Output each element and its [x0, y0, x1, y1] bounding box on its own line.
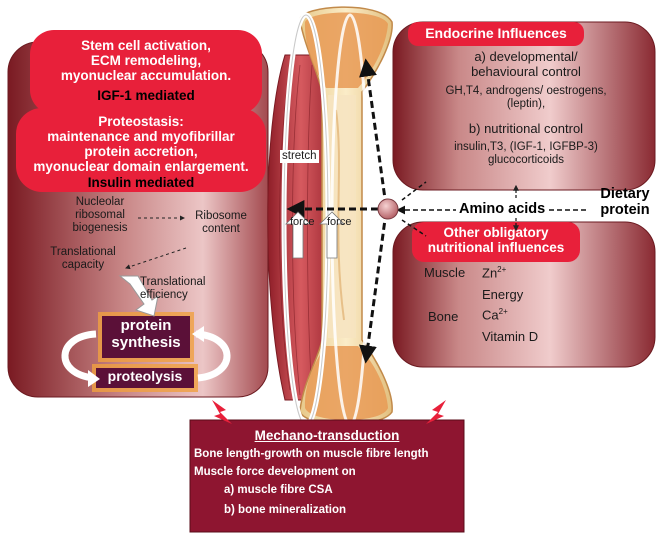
vitamin-d-label: Vitamin D	[482, 330, 538, 345]
developmental-hormones-label: GH,T4, androgens/ oestrogens, (leptin),	[400, 85, 652, 111]
dietary-protein-label: Dietary protein	[592, 186, 658, 218]
bone-label: Bone	[428, 310, 458, 325]
footer-line-3: a) muscle fibre CSA	[224, 484, 454, 497]
translational-capacity-label: Translational capacity	[38, 246, 128, 272]
translational-efficiency-label: Translational efficiency	[140, 276, 230, 302]
force-right-label: force	[327, 216, 351, 228]
insulin-label: Insulin mediated	[16, 175, 266, 190]
nutritional-title: Other obligatory nutritional influences	[412, 225, 580, 255]
proteostasis-label: Proteostasis: maintenance and myofibrill…	[16, 114, 266, 174]
proteolysis-label: proteolysis	[96, 369, 194, 385]
footer-line-4: b) bone mineralization	[224, 504, 454, 517]
calcium-label: Ca2+	[482, 308, 508, 323]
developmental-control-label: a) developmental/ behavioural control	[400, 50, 652, 79]
mechano-title: Mechano-transduction	[190, 428, 464, 443]
footer-line-1: Bone length-growth on muscle fibre lengt…	[194, 448, 462, 461]
endocrine-title: Endocrine Influences	[408, 26, 584, 42]
stretch-label: stretch	[280, 150, 319, 163]
footer-line-2: Muscle force development on	[194, 466, 462, 479]
stem-cell-label: Stem cell activation, ECM remodeling, my…	[30, 38, 262, 83]
nucleolar-label: Nucleolar ribosomal biogenesis	[62, 196, 138, 235]
nutritional-hormones-label: insulin,T3, (IGF-1, IGFBP-3) glucocortic…	[400, 141, 652, 167]
nutritional-control-label: b) nutritional control	[400, 122, 652, 137]
protein-synthesis-label: protein synthesis	[102, 318, 190, 352]
zinc-label: Zn2+	[482, 266, 506, 281]
amino-acids-label: Amino acids	[456, 201, 548, 217]
muscle-label: Muscle	[424, 266, 465, 281]
ribosome-content-label: Ribosome content	[188, 210, 254, 236]
energy-label: Energy	[482, 288, 523, 303]
amino-acid-node	[378, 199, 398, 219]
igf-label: IGF-1 mediated	[30, 88, 262, 103]
force-left-label: force	[290, 216, 314, 228]
